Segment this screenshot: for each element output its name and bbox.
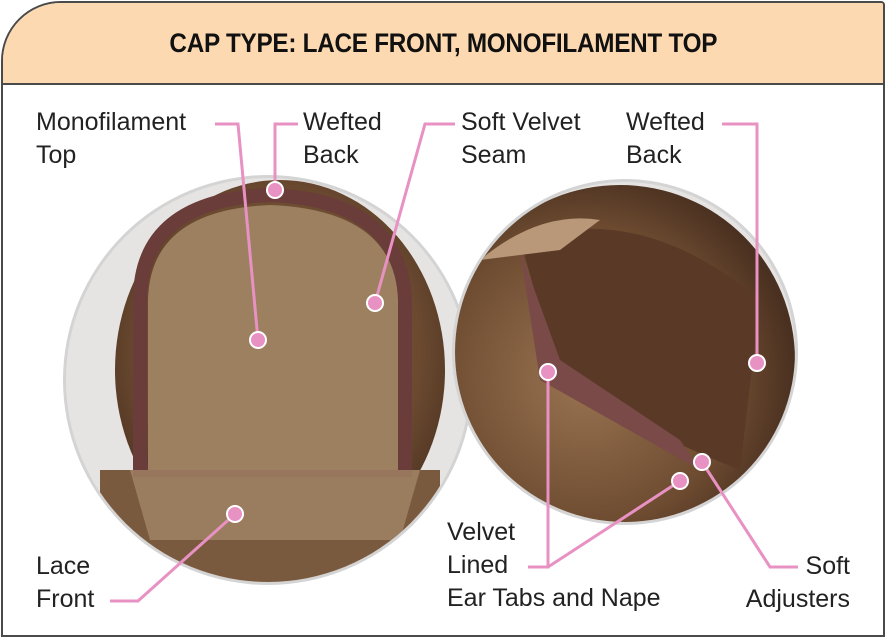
label-monofilament-top: Monofilament Top xyxy=(36,106,186,172)
leader-wefted-back-right xyxy=(722,122,759,363)
page-title: CAP TYPE: LACE FRONT, MONOFILAMENT TOP xyxy=(169,27,717,58)
dot-lace-front xyxy=(226,505,244,523)
label-lace-front: Lace Front xyxy=(36,550,94,616)
right-cap-photo xyxy=(452,179,798,525)
label-line: Seam xyxy=(461,141,527,169)
label-wefted-back-left: Wefted Back xyxy=(303,106,382,172)
label-line: Lace xyxy=(36,552,91,580)
callout-dots xyxy=(226,181,766,523)
label-line: Top xyxy=(36,141,77,169)
dot-wefted-back-left xyxy=(266,181,284,199)
dot-monofilament-top xyxy=(249,331,267,349)
leader-monofilament-top xyxy=(215,122,260,341)
dot-soft-velvet-seam xyxy=(366,294,384,312)
leader-soft-velvet-seam xyxy=(373,122,455,304)
leader-wefted-back-left xyxy=(273,122,298,190)
label-soft-adjusters: Soft Adjusters xyxy=(746,550,850,616)
label-line: Front xyxy=(36,585,95,613)
label-line: Wefted xyxy=(303,108,382,136)
label-wefted-back-right: Wefted Back xyxy=(626,106,705,172)
label-line: Monofilament xyxy=(36,108,187,136)
leader-velvet-lined-nape xyxy=(547,479,681,569)
label-line: Back xyxy=(303,141,359,169)
label-line: Wefted xyxy=(626,108,705,136)
dot-velvet-lined xyxy=(539,363,557,381)
label-velvet-lined: Velvet Lined Ear Tabs and Nape xyxy=(447,516,661,615)
left-cap-photo xyxy=(63,175,473,585)
dot-wefted-back-right xyxy=(748,354,766,372)
label-line: Lined xyxy=(447,551,509,579)
dot-soft-adjusters xyxy=(693,453,711,471)
leader-soft-adjusters xyxy=(700,461,798,569)
leader-lines xyxy=(110,122,798,603)
dot-velvet-lined-nape xyxy=(671,472,689,490)
header-banner: CAP TYPE: LACE FRONT, MONOFILAMENT TOP xyxy=(3,3,883,85)
label-line: Soft xyxy=(805,552,850,580)
label-line: Soft Velvet xyxy=(461,108,581,136)
label-line: Velvet xyxy=(447,518,516,546)
leader-lace-front xyxy=(110,512,237,603)
label-line: Back xyxy=(626,141,682,169)
label-soft-velvet-seam: Soft Velvet Seam xyxy=(461,106,581,172)
label-line: Ear Tabs and Nape xyxy=(447,584,661,612)
label-line: Adjusters xyxy=(745,585,850,613)
